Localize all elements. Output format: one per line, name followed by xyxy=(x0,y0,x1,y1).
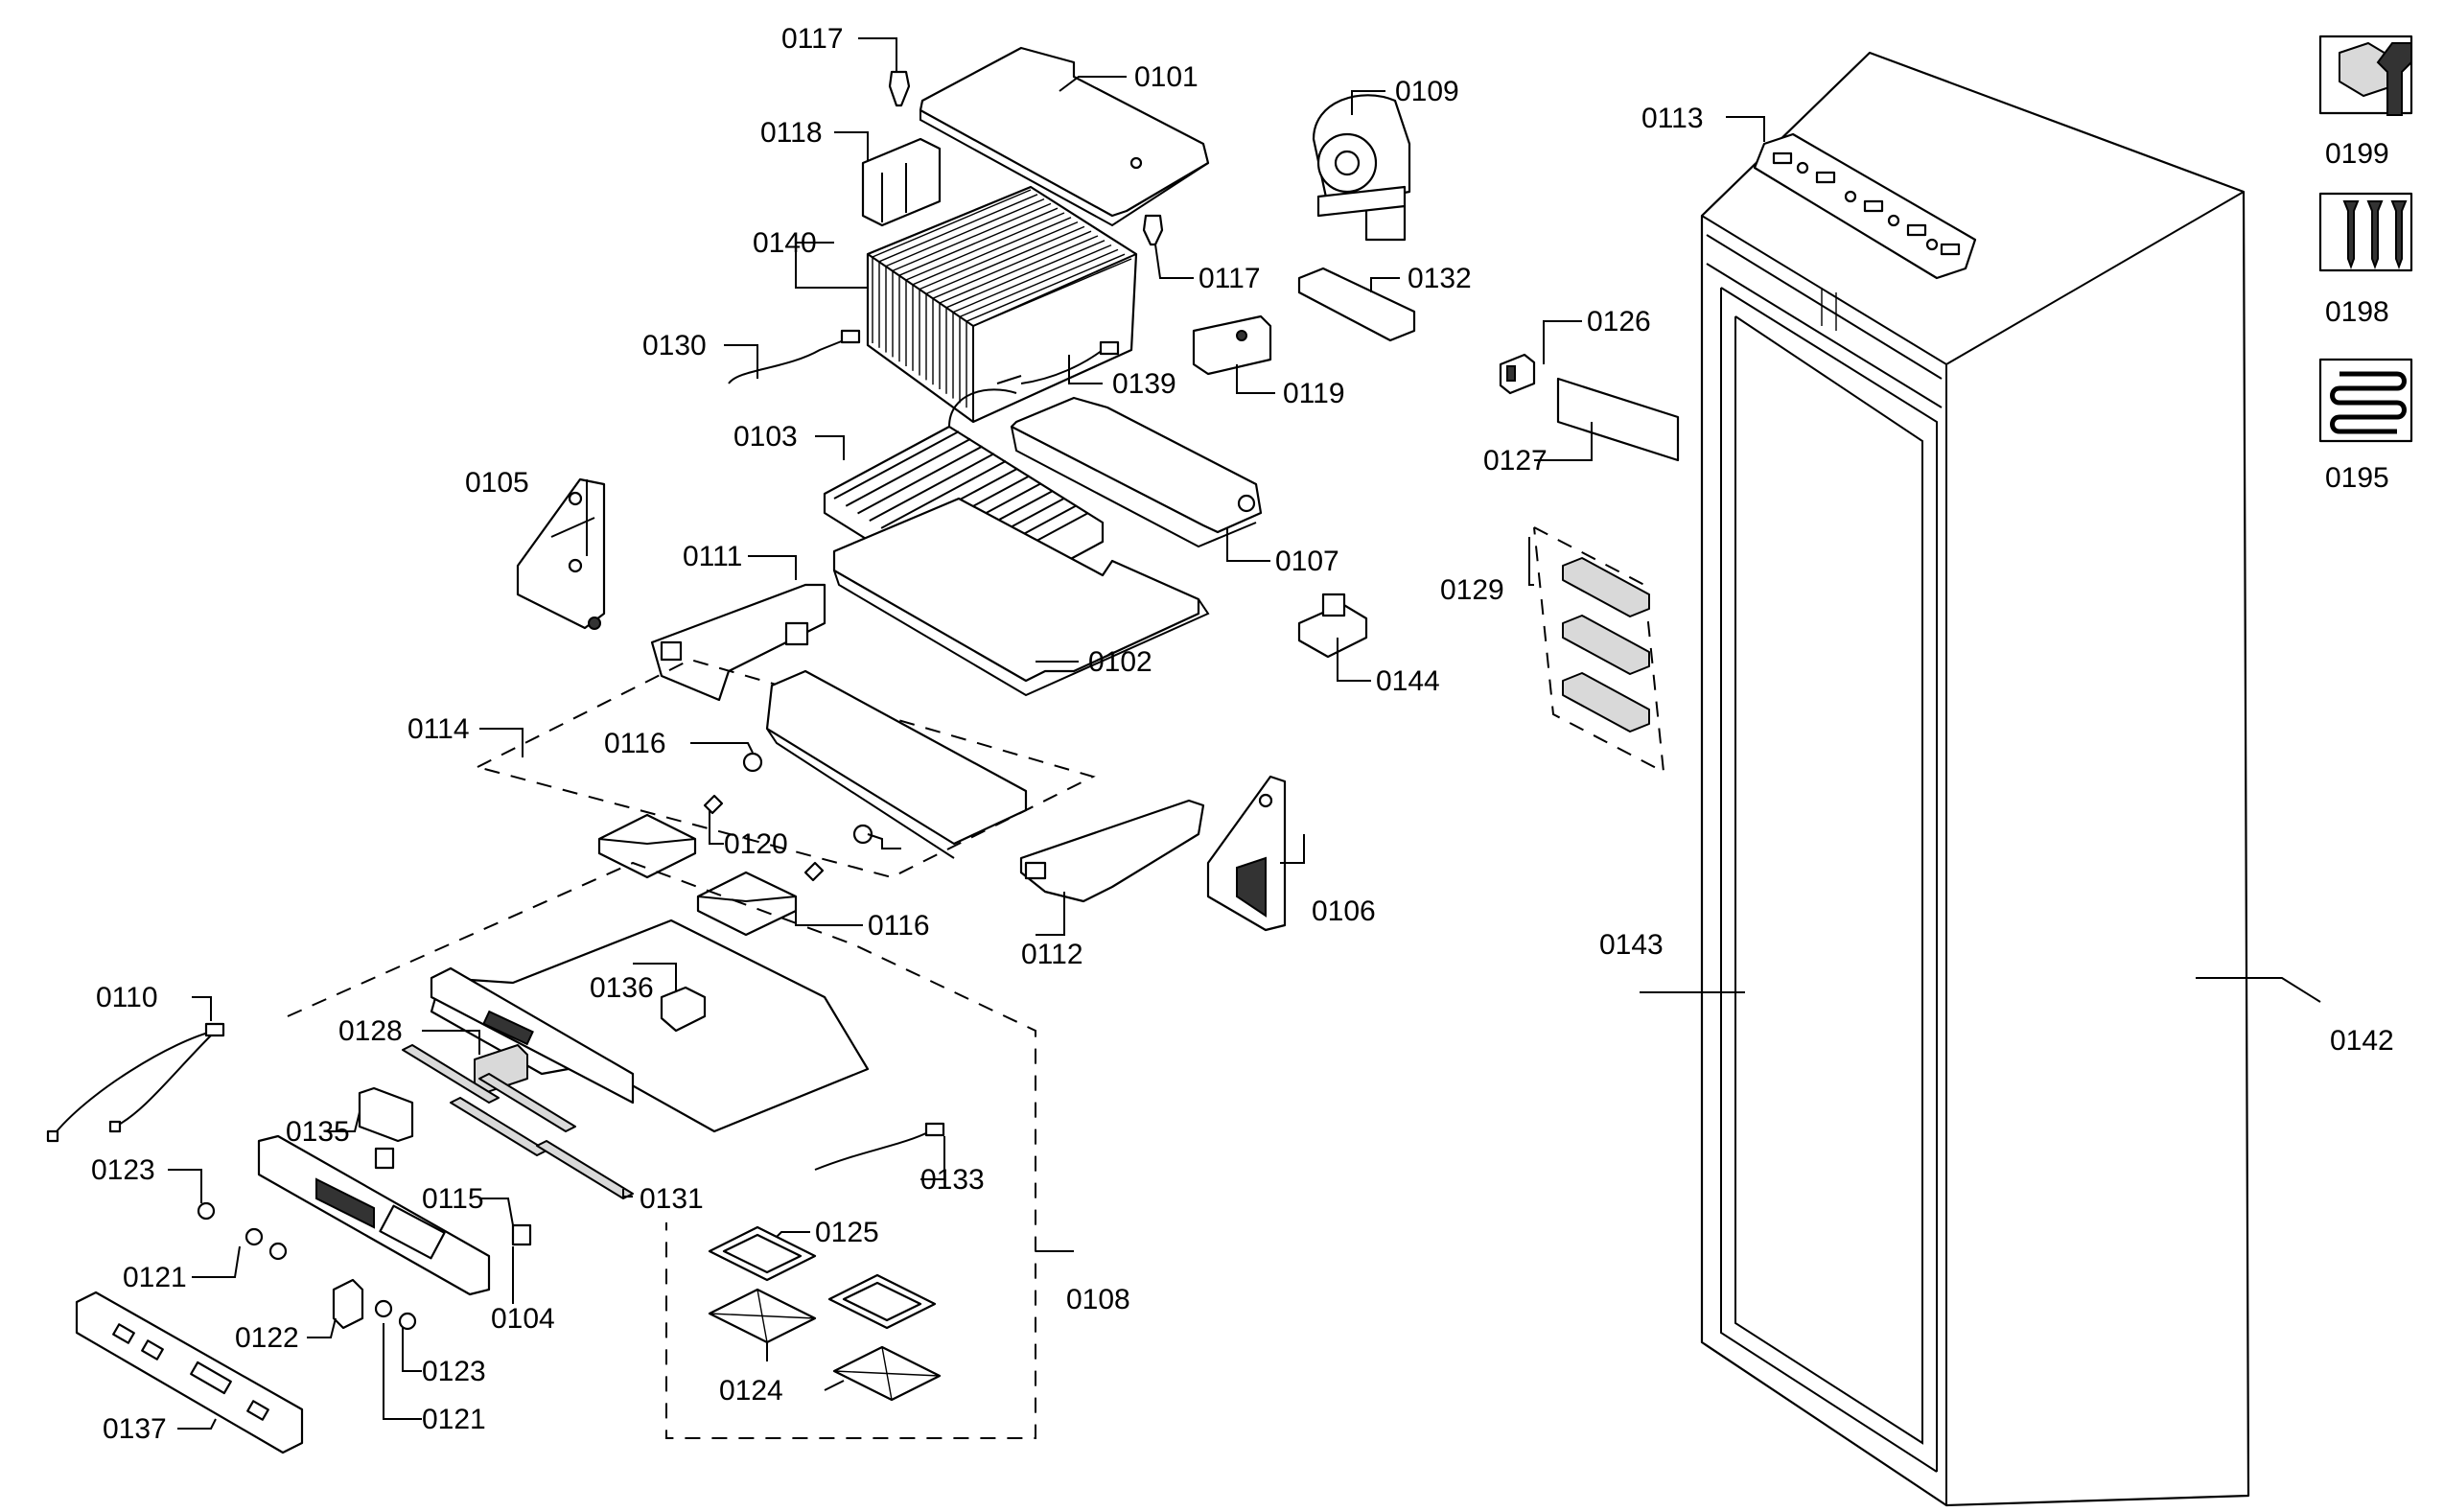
small-knob-set xyxy=(197,1201,417,1331)
label-0115: 0115 xyxy=(422,1183,484,1215)
heater-coil-icon xyxy=(2318,358,2413,443)
label-0140: 0140 xyxy=(753,227,817,259)
label-0110: 0110 xyxy=(96,982,158,1013)
shelf-support-group xyxy=(1533,526,1665,774)
label-0118: 0118 xyxy=(760,117,823,149)
control-module-group xyxy=(287,861,1036,1439)
label-0109: 0109 xyxy=(1395,76,1459,107)
label-0117-mid: 0117 xyxy=(1199,263,1261,294)
trim-faceplate xyxy=(75,1291,304,1454)
panel-switch-0115 xyxy=(374,1147,395,1170)
label-0111: 0111 xyxy=(683,541,742,572)
label-0137: 0137 xyxy=(103,1413,167,1445)
screws-icon xyxy=(2318,192,2413,272)
fan-motor xyxy=(1312,94,1411,242)
label-0135: 0135 xyxy=(286,1116,350,1148)
label-0113: 0113 xyxy=(1641,103,1704,134)
label-0127: 0127 xyxy=(1483,445,1548,477)
display-panel xyxy=(257,1134,491,1296)
label-0114: 0114 xyxy=(407,713,470,745)
left-mount-bracket xyxy=(516,477,606,630)
label-0116-lower: 0116 xyxy=(868,910,930,942)
label-0131: 0131 xyxy=(640,1183,704,1215)
label-0199: 0199 xyxy=(2325,138,2389,170)
label-0136: 0136 xyxy=(590,972,654,1004)
label-0119: 0119 xyxy=(1283,378,1345,409)
label-0129: 0129 xyxy=(1440,574,1504,606)
label-0123-left: 0123 xyxy=(91,1154,155,1186)
wire-harness xyxy=(46,1022,225,1143)
foam-pad-set xyxy=(708,1225,942,1402)
wrench-nut-icon xyxy=(2318,35,2413,116)
drip-tray xyxy=(832,497,1210,697)
label-0128: 0128 xyxy=(338,1015,403,1047)
clip-lower xyxy=(1142,214,1164,246)
label-0121-left: 0121 xyxy=(123,1262,187,1293)
clip-upper xyxy=(888,70,911,107)
thermostat-knob xyxy=(1297,593,1368,659)
rating-label xyxy=(1556,377,1680,462)
dial-0122 xyxy=(332,1278,364,1330)
fan-bracket-bar xyxy=(1297,267,1416,342)
label-0121-right: 0121 xyxy=(422,1404,486,1435)
panel-clip xyxy=(358,1086,414,1143)
label-0126: 0126 xyxy=(1587,306,1651,337)
label-0195: 0195 xyxy=(2325,462,2389,494)
label-0120: 0120 xyxy=(724,828,788,860)
label-0108: 0108 xyxy=(1066,1284,1130,1315)
sensor-wire-0133 xyxy=(814,1122,945,1171)
label-0125: 0125 xyxy=(815,1217,879,1248)
sensor-wire-left xyxy=(728,329,861,384)
door-switch xyxy=(1499,353,1536,395)
label-0116-upper: 0116 xyxy=(604,728,666,759)
contact-strips xyxy=(402,1044,634,1199)
label-0106: 0106 xyxy=(1312,896,1376,927)
label-0105: 0105 xyxy=(465,467,529,499)
evaporator-bracket xyxy=(861,137,942,227)
label-0124: 0124 xyxy=(719,1375,783,1407)
terminal-block xyxy=(1192,314,1272,376)
label-0102: 0102 xyxy=(1088,646,1152,678)
leader-lines xyxy=(168,37,2321,1430)
label-0130: 0130 xyxy=(642,330,707,361)
label-0101: 0101 xyxy=(1134,61,1199,93)
label-0144: 0144 xyxy=(1376,665,1440,697)
label-0107: 0107 xyxy=(1275,546,1339,577)
light-housing-right xyxy=(1019,799,1205,903)
right-mount-bracket xyxy=(1206,775,1287,932)
panel-switch-0104 xyxy=(511,1223,532,1246)
label-0143: 0143 xyxy=(1599,929,1664,961)
part-number-labels: 0117 0101 0118 0109 0113 0199 0198 0195 … xyxy=(91,23,2394,1445)
label-0103: 0103 xyxy=(733,421,798,453)
label-0117-top: 0117 xyxy=(781,23,844,55)
label-0132: 0132 xyxy=(1408,263,1472,294)
label-0133: 0133 xyxy=(920,1164,985,1196)
label-0112: 0112 xyxy=(1021,939,1083,970)
top-hinge-plate xyxy=(1753,132,1977,280)
label-0198: 0198 xyxy=(2325,296,2389,328)
label-0123-right: 0123 xyxy=(422,1356,486,1387)
sensor-wire-right xyxy=(996,340,1120,384)
lamp-assembly-group xyxy=(477,658,1096,937)
label-0139: 0139 xyxy=(1112,368,1176,400)
cabinet-body xyxy=(1700,51,2250,1507)
label-0142: 0142 xyxy=(2330,1025,2394,1057)
label-0122: 0122 xyxy=(235,1322,299,1354)
evaporator-cover xyxy=(919,46,1210,227)
evaporator-coil xyxy=(866,185,1138,424)
label-0104: 0104 xyxy=(491,1303,555,1335)
light-housing-left xyxy=(650,583,826,702)
